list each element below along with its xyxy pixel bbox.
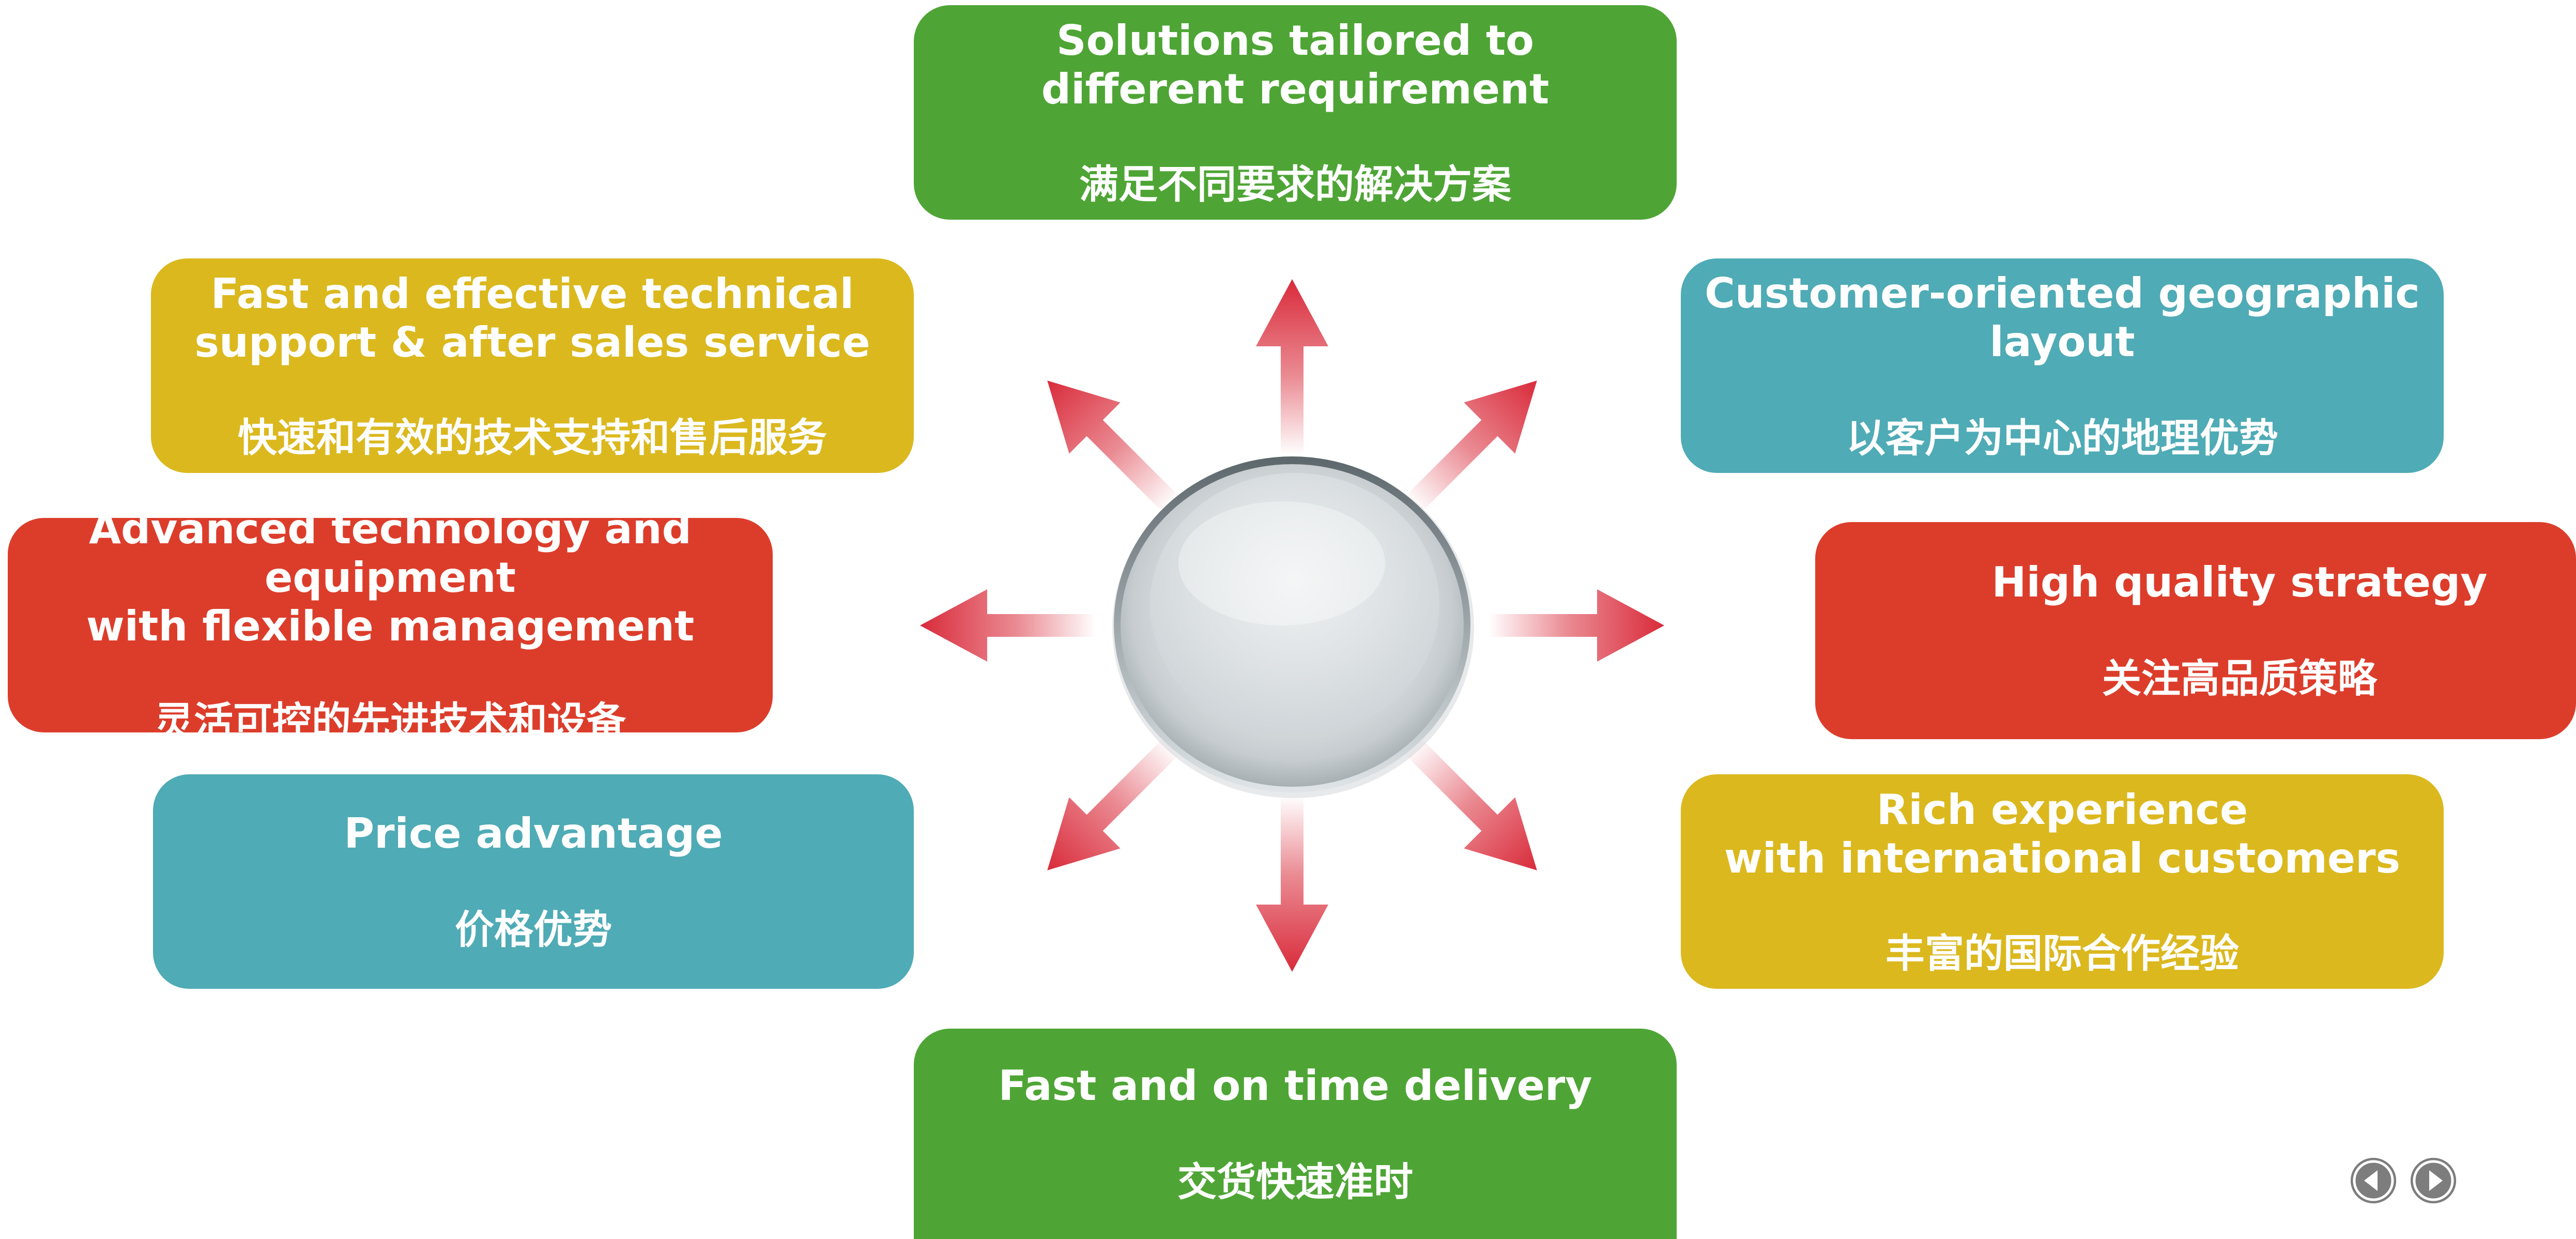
box-high-quality-strategy: High quality strategy 关注高品质策略 (1815, 522, 2576, 739)
box-left-english: Advanced technology and equipment with f… (86, 518, 695, 650)
box-upper-left-chinese: 快速和有效的技术支持和售后服务 (238, 414, 827, 461)
arrow-right (1489, 589, 1664, 662)
box-price-advantage: Price advantage 价格优势 (153, 774, 914, 989)
arrow-down-left (1021, 720, 1198, 896)
box-bottom-english: Fast and on time delivery (998, 1061, 1592, 1110)
box-bottom-chinese: 交货快速准时 (1177, 1158, 1413, 1205)
box-top-english: Solutions tailored to different requirem… (1041, 16, 1550, 113)
arrow-down (1256, 796, 1328, 972)
box-left-chinese: 灵活可控的先进技术和设备 (155, 698, 626, 733)
arrow-down-right (1387, 720, 1563, 896)
box-lower-left-chinese: 价格优势 (455, 906, 612, 953)
central-orb (1112, 456, 1474, 798)
box-right-english: High quality strategy (1991, 558, 2488, 606)
box-upper-right-chinese: 以客户为中心的地理优势 (1846, 415, 2278, 461)
box-lower-right-english: Rich experience with international custo… (1724, 785, 2401, 882)
arrow-up-right (1387, 355, 1563, 531)
box-right-chinese: 关注高品质策略 (2102, 655, 2377, 701)
box-geographic-layout: Customer-oriented geographic layout 以客户为… (1681, 258, 2444, 473)
arrow-up-left (1021, 355, 1198, 531)
box-lower-right-chinese: 丰富的国际合作经验 (1885, 930, 2239, 976)
chevron-right-icon (2411, 1158, 2456, 1203)
box-solutions-tailored: Solutions tailored to different requirem… (914, 5, 1677, 220)
box-lower-left-english: Price advantage (344, 809, 723, 858)
box-advanced-technology: Advanced technology and equipment with f… (8, 518, 773, 732)
box-technical-support: Fast and effective technical support & a… (151, 258, 914, 473)
arrow-left (920, 589, 1096, 662)
box-top-chinese: 满足不同要求的解决方案 (1079, 161, 1511, 207)
box-upper-left-english: Fast and effective technical support & a… (194, 269, 870, 366)
box-international-experience: Rich experience with international custo… (1681, 774, 2444, 989)
chevron-left-icon (2351, 1158, 2396, 1203)
previous-slide-button[interactable] (2351, 1158, 2396, 1203)
box-upper-right-english: Customer-oriented geographic layout (1705, 269, 2420, 366)
box-on-time-delivery: Fast and on time delivery 交货快速准时 (914, 1029, 1677, 1239)
next-slide-button[interactable] (2411, 1158, 2456, 1203)
arrow-up (1256, 279, 1328, 455)
